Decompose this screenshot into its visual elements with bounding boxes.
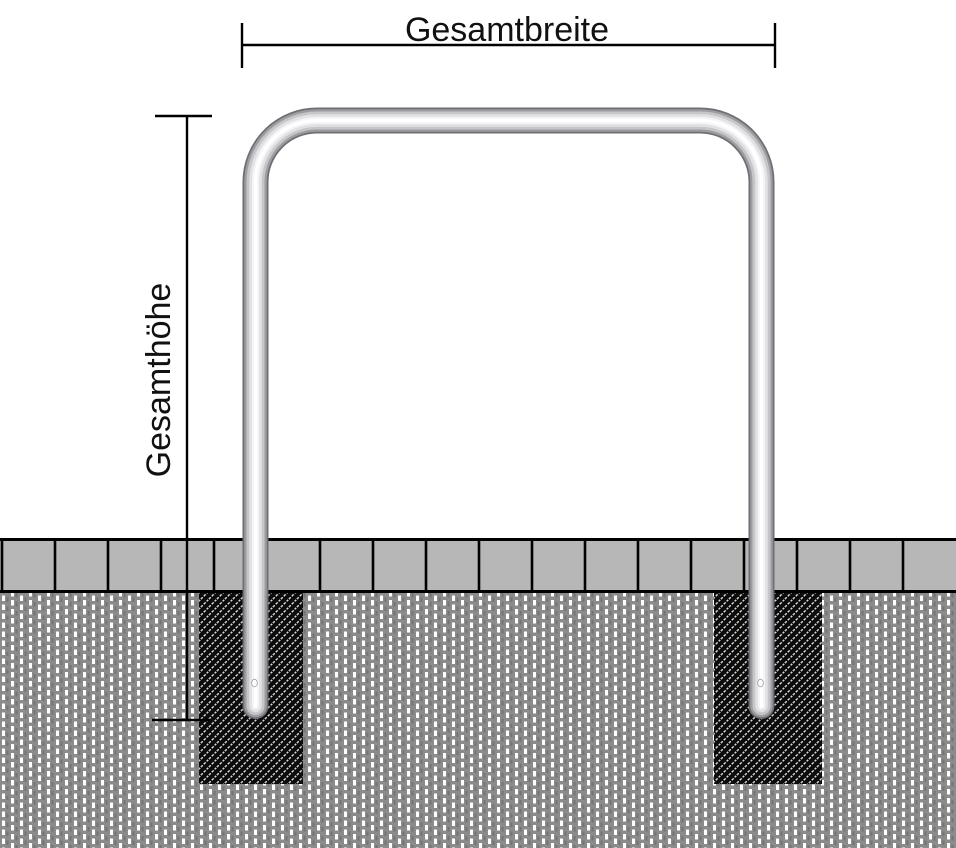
left-leg-highlight-dot [251,678,258,688]
right-leg-highlight-dot [757,678,764,688]
height-dimension-label: Gesamthöhe [140,283,178,478]
pavement [0,538,956,593]
width-dimension-label: Gesamtbreite [405,11,609,49]
height-dimension: Gesamthöhe [140,114,212,722]
width-dimension: Gesamtbreite [240,11,777,68]
tube-highlight [254,119,763,708]
steel-hoop-tube [242,107,775,719]
pavement-tile-joints [0,538,905,593]
